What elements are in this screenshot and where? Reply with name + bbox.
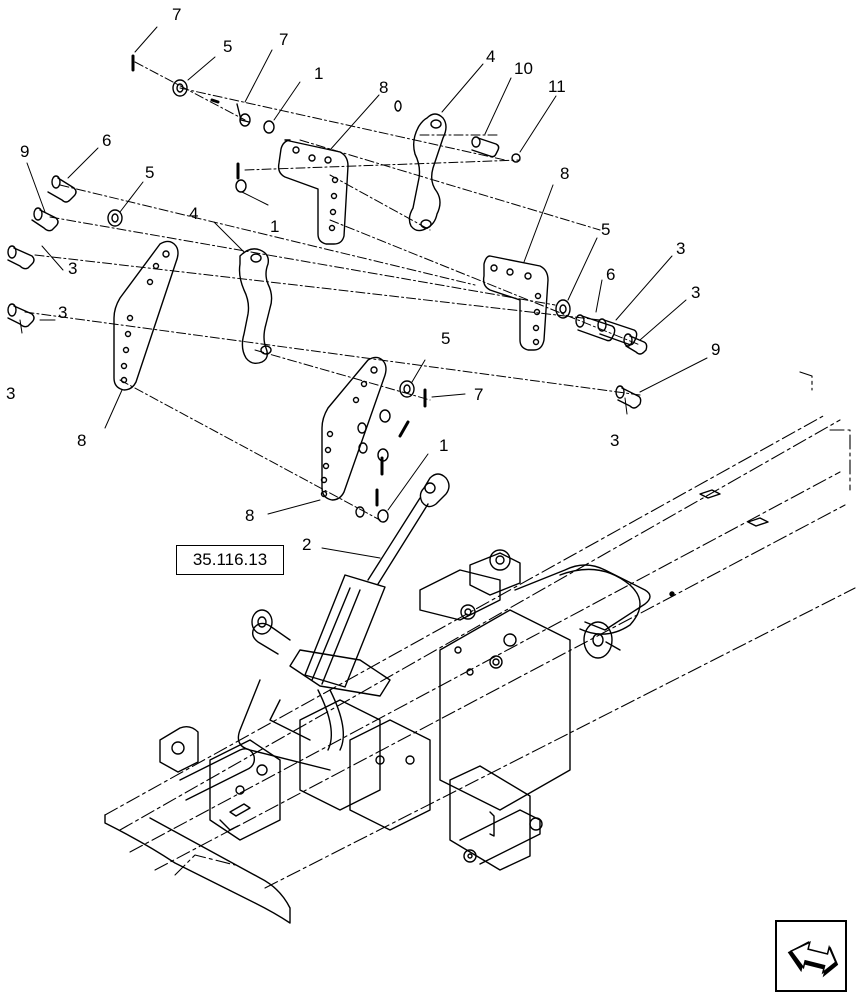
callout-8-right: 8 [560,164,570,183]
alignment-lines [24,61,641,521]
callout-3-right: 3 [691,283,701,302]
frame-body [104,549,651,924]
part-bracket-8-right [482,255,549,351]
part-washer-5-top [172,79,188,97]
callout-3-left-b: 3 [58,303,68,322]
callout-8-left: 8 [77,431,87,450]
callout-8-top: 8 [379,78,389,97]
part-link-4-upper [408,113,447,232]
callout-8-middle: 8 [245,506,255,525]
reference-link-label: 35.116.13 [192,550,268,569]
part-middle-hardware [355,380,427,523]
callout-5-top: 5 [223,37,233,56]
frame-tabs [669,489,769,597]
next-page-button[interactable] [775,920,847,992]
callout-3-bottom-right: 3 [610,431,620,450]
part-bar-8-left [113,240,179,391]
callout-6-right: 6 [606,265,616,284]
callout-10: 10 [514,59,533,78]
part-clip-11 [511,153,521,163]
callout-5-left: 5 [145,163,155,182]
callout-2: 2 [302,535,312,554]
part-washer-5-right [555,299,571,319]
part-pin-10 [471,136,500,158]
part-pins-left [7,175,77,328]
callout-5-right: 5 [601,220,611,239]
callout-1-top: 1 [314,64,324,83]
callout-7-second: 7 [279,30,289,49]
part-washers-1 [235,100,402,193]
part-link-4-left [238,248,273,365]
next-page-arrow-icon [787,941,839,978]
callout-5-middle: 5 [441,329,451,348]
part-hydraulic-cylinder-2 [251,473,450,751]
callout-1-middle: 1 [270,217,280,236]
part-bracket-8-upper [277,139,349,245]
callout-3-right-top: 3 [676,239,686,258]
callout-9-left: 9 [20,142,30,161]
part-bar-8-middle [320,356,387,501]
reference-link-box[interactable]: 35.116.13 [176,545,284,575]
part-washer-5-left [107,209,123,227]
callout-6-left: 6 [102,131,112,150]
callout-1-lower: 1 [439,436,449,455]
callout-3-left-a: 3 [68,259,78,278]
part-cotter-pins-7 [131,54,251,180]
frame-phantom-outline [104,371,856,889]
callout-11: 11 [548,77,566,96]
callout-3-left-c: 3 [6,384,16,403]
leader-lines [19,26,708,559]
part-pins-right [575,314,648,409]
callout-4-top: 4 [486,47,496,66]
callout-4-left: 4 [189,204,199,223]
callout-9-right: 9 [711,340,721,359]
callout-7-middle: 7 [474,385,484,404]
callout-7-top: 7 [172,5,182,24]
